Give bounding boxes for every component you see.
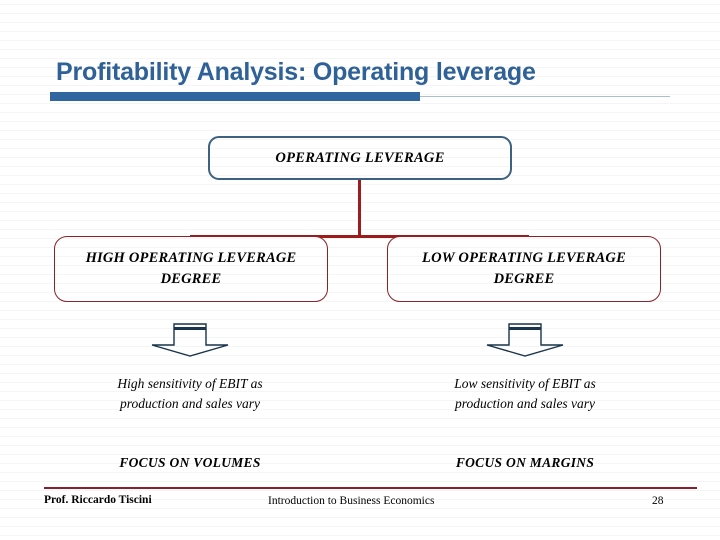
footer-page-number: 28 [652,495,664,507]
node-line-1: HIGH OPERATING LEVERAGE [85,249,297,266]
page-title: Profitability Analysis: Operating levera… [56,58,536,86]
node-line-2: DEGREE [493,271,555,287]
footer-divider [44,487,697,489]
diagram-node-label: HIGH OPERATING LEVERAGE DEGREE [86,248,297,290]
caption-line-2: production and sales vary [454,396,596,412]
caption-line-1: Low sensitivity of EBIT as [454,376,596,391]
diagram-node-low-operating-leverage-degree: LOW OPERATING LEVERAGE DEGREE [387,236,661,302]
diagram-node-high-operating-leverage-degree: HIGH OPERATING LEVERAGE DEGREE [54,236,328,302]
focus-on-margins-label: FOCUS ON MARGINS [455,455,595,470]
down-block-arrow-right-icon [486,323,564,357]
caption-line-1: High sensitivity of EBIT as [117,376,263,391]
focus-on-volumes-label: FOCUS ON VOLUMES [119,455,261,470]
connector-stem [358,180,361,236]
node-line-1: LOW OPERATING LEVERAGE [422,249,626,266]
connector-horizontal-bar [190,235,529,238]
caption-low-sensitivity: Low sensitivity of EBIT as production an… [395,374,655,415]
footer-course-title: Introduction to Business Economics [268,495,435,507]
diagram-node-operating-leverage: OPERATING LEVERAGE [208,136,512,180]
down-block-arrow-left-icon [151,323,229,357]
caption-high-sensitivity: High sensitivity of EBIT as production a… [60,374,320,415]
footer-author: Prof. Riccardo Tiscini [44,494,152,506]
diagram-node-label: LOW OPERATING LEVERAGE DEGREE [422,248,626,290]
caption-line-2: production and sales vary [119,396,261,412]
title-underline-bar [50,92,420,101]
node-line-2: DEGREE [160,271,222,287]
diagram-node-label: OPERATING LEVERAGE [275,149,445,166]
